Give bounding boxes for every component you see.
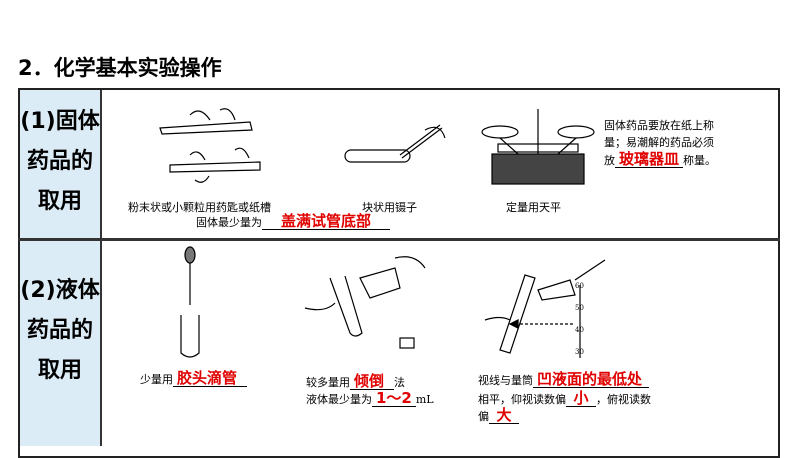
- solid-min-label: 固体最少量为: [196, 216, 262, 229]
- balance-note: 固体药品要放在纸上称量；易潮解的药品必须放玻璃器皿称量。: [604, 117, 716, 169]
- liquid-min-label: 液体最少量为: [306, 393, 372, 406]
- scale-label: 40: [575, 326, 584, 334]
- look-up-answer: 小: [566, 390, 596, 407]
- liquid-min-suffix: mL: [415, 393, 434, 406]
- sight-line: 视线与量筒凹液面的最低处: [478, 371, 649, 388]
- block-caption: 块状用镊子: [362, 201, 417, 214]
- large-amount-suffix: 法: [394, 376, 405, 389]
- liquid-min-answer: 1～2: [372, 390, 416, 407]
- balance-note-answer: 玻璃器皿: [615, 151, 684, 168]
- large-amount-answer: 倾倒: [350, 373, 394, 390]
- row-header-liquid: (2)液体药品的取用: [20, 241, 102, 446]
- balance-note-suffix: 称量。: [683, 154, 717, 167]
- scale-label: 60: [575, 282, 584, 290]
- tweezers-tube-illustration: [344, 124, 446, 163]
- sight-label: 视线与量筒: [478, 374, 533, 387]
- look-down-answer: 大: [489, 407, 519, 424]
- cylinder-illustration: [484, 259, 606, 358]
- reading-label-2: ，俯视读数: [596, 393, 651, 406]
- reading-label: 相平，仰视读数偏: [478, 393, 566, 406]
- sight-answer: 凹液面的最低处: [533, 371, 649, 388]
- scale-label: 30: [575, 348, 584, 356]
- large-amount-label: 较多量用: [306, 376, 350, 389]
- solid-min-line: 固体最少量为盖满试管底部: [196, 213, 390, 230]
- reading-line: 相平，仰视读数偏小，俯视读数: [478, 390, 651, 407]
- balance-illustration: [481, 109, 595, 185]
- spoon-tube-illustration: [159, 108, 261, 183]
- solid-min-answer: 盖满试管底部: [262, 213, 390, 230]
- pouring-illustration: [304, 256, 426, 349]
- balance-note-text: 固体药品要放在纸上称量；易潮解的药品必须放: [604, 119, 714, 167]
- small-amount-label: 少量用: [140, 373, 173, 386]
- reading-label-3: 偏: [478, 410, 489, 423]
- powder-caption: 粉末状或小颗粒用药匙或纸槽: [128, 201, 271, 214]
- balance-caption: 定量用天平: [506, 201, 561, 214]
- reading-line-2: 偏大: [478, 407, 519, 424]
- small-amount-answer: 胶头滴管: [173, 370, 247, 387]
- scale-label: 50: [575, 304, 584, 312]
- large-amount-line: 较多量用倾倒法: [306, 373, 405, 390]
- dropper-tube-illustration: [180, 246, 200, 358]
- small-amount-line: 少量用胶头滴管: [140, 370, 247, 387]
- section-title: 2．化学基本实验操作: [18, 56, 222, 80]
- row-divider: [18, 238, 780, 241]
- row-header-solid: (1)固体药品的取用: [20, 90, 102, 238]
